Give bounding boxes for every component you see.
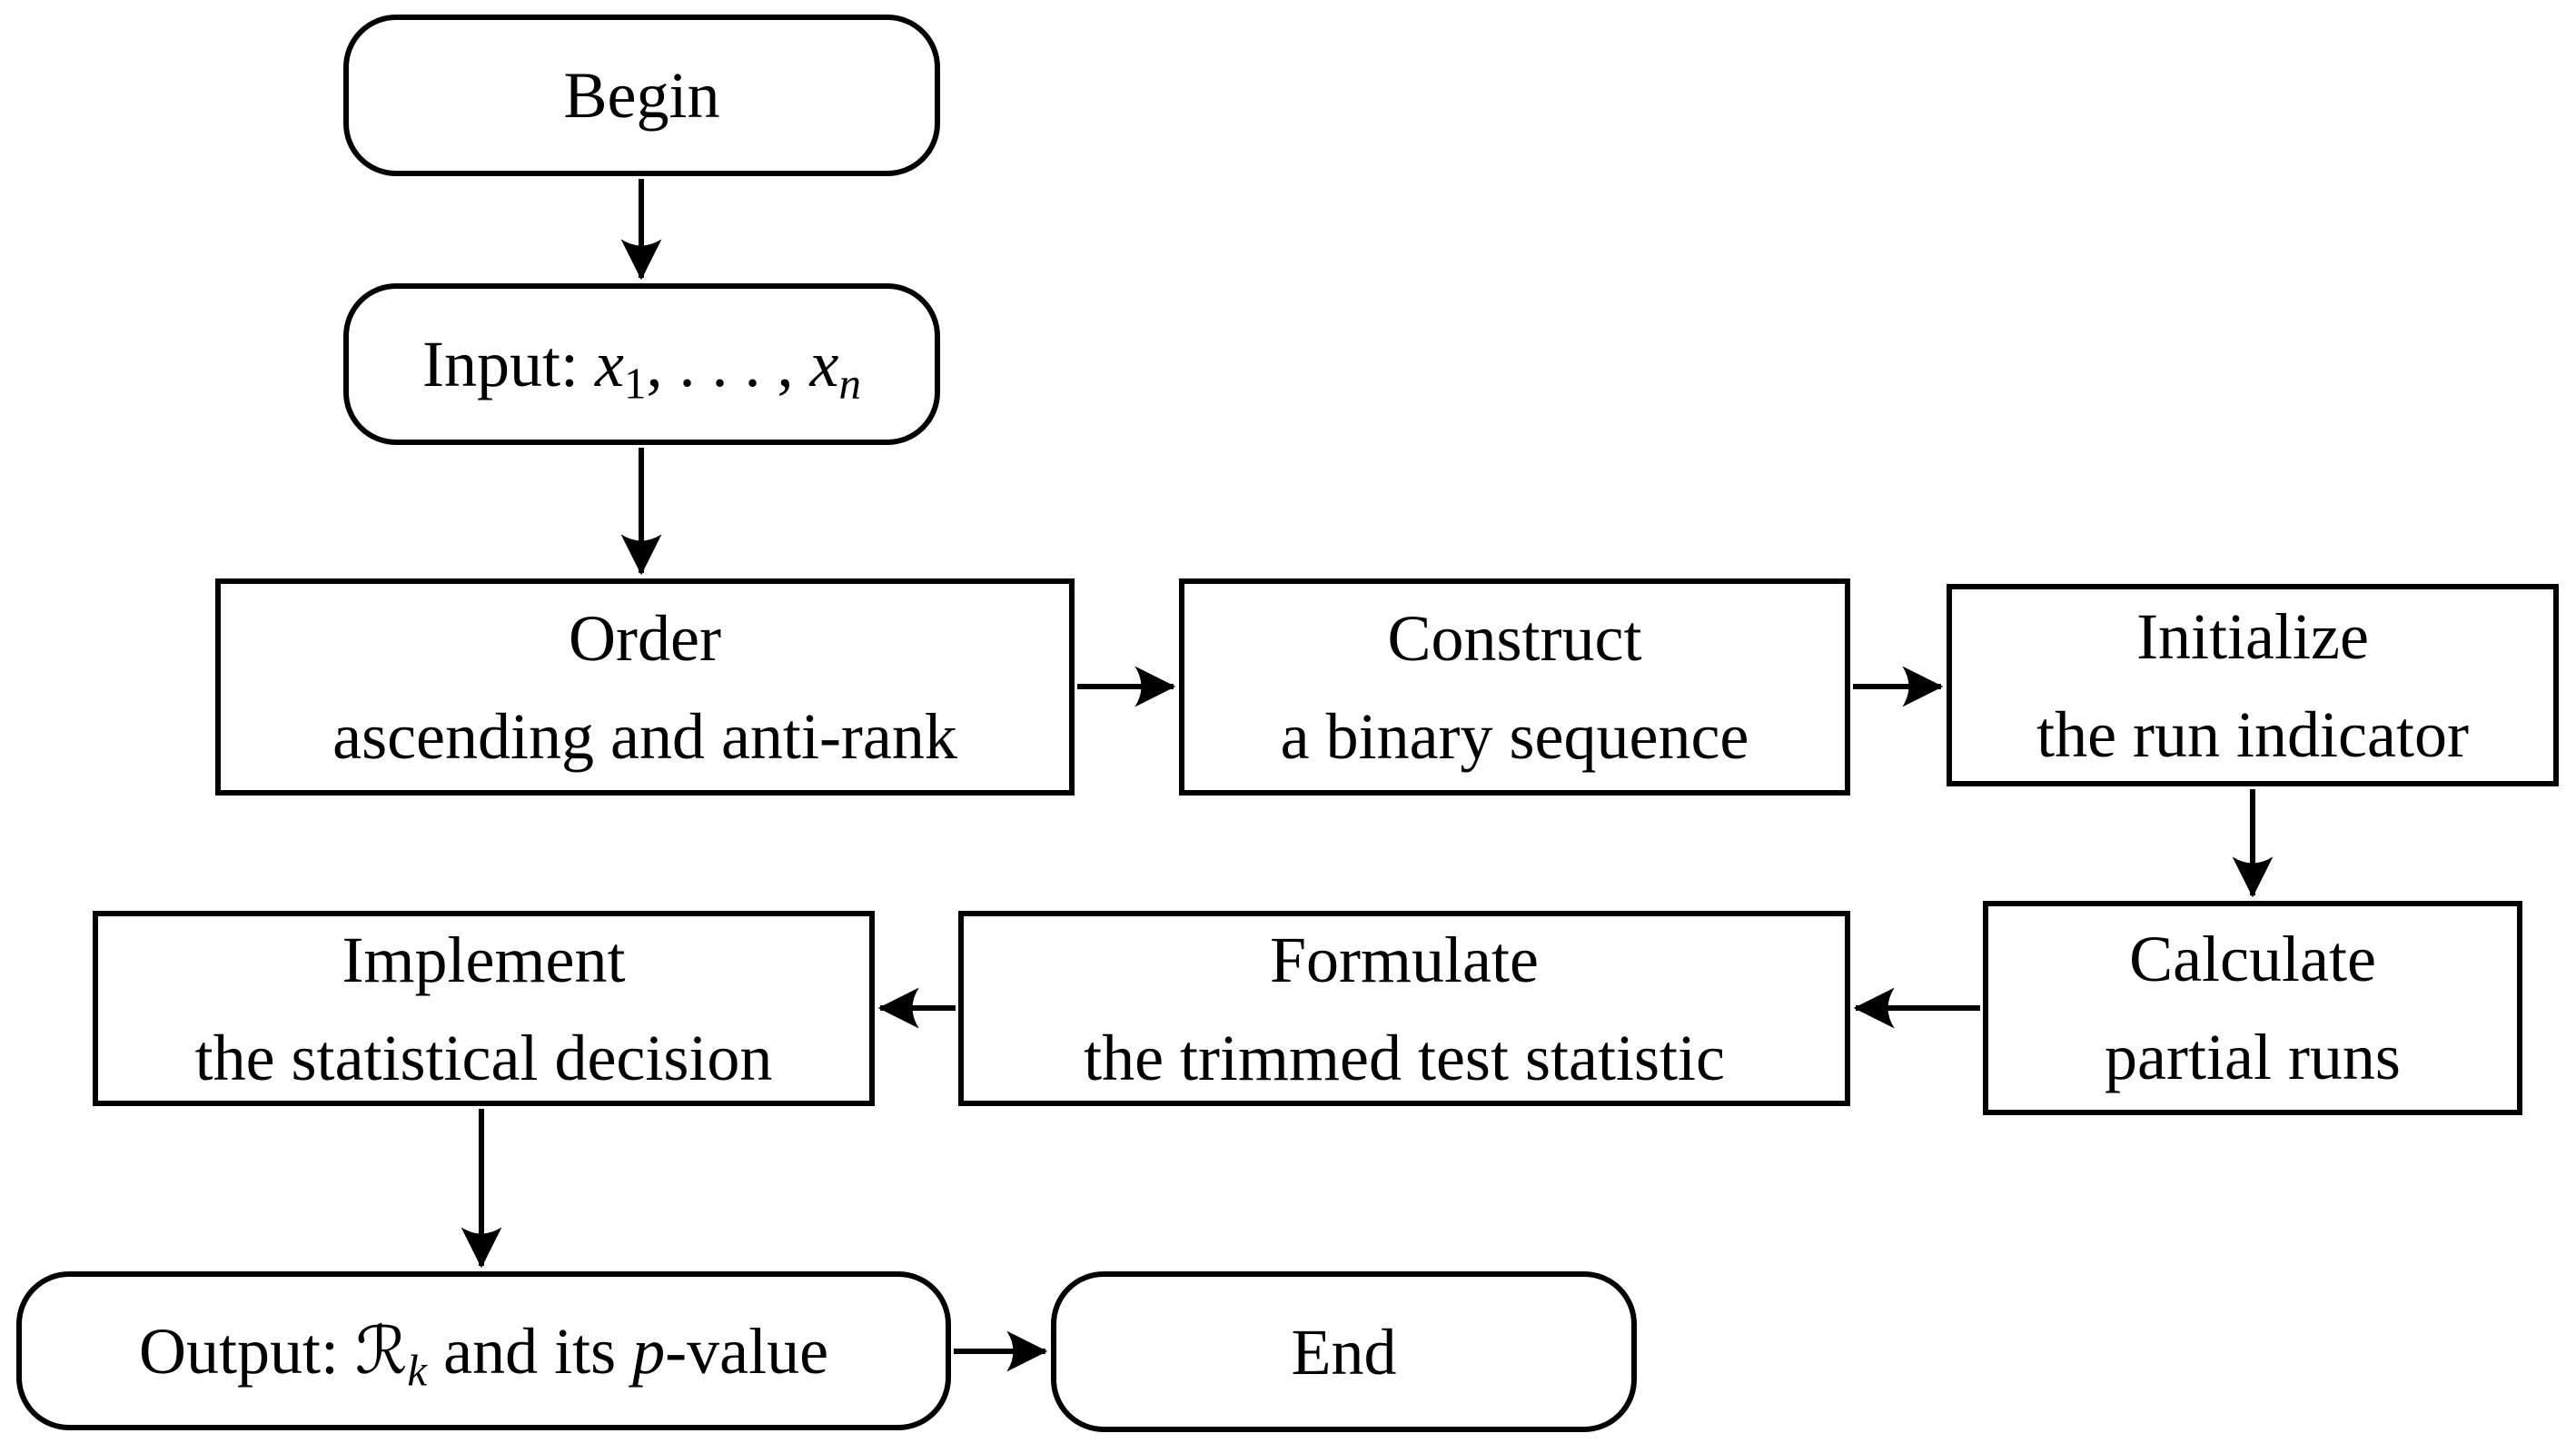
node-construct-line1: Construct	[1387, 601, 1642, 675]
node-construct: Construct a binary sequence	[1179, 578, 1850, 796]
node-implement-line2: the statistical decision	[194, 1021, 773, 1094]
node-input-label: Input: x1, . . . , xn	[422, 328, 861, 409]
node-order: Order ascending and anti-rank	[215, 578, 1075, 796]
node-implement-line1: Implement	[342, 923, 626, 996]
node-calculate-line1: Calculate	[2129, 923, 2376, 995]
node-begin-label: Begin	[563, 59, 720, 132]
node-order-line2: ascending and anti-rank	[332, 699, 957, 773]
node-formulate: Formulate the trimmed test statistic	[958, 911, 1850, 1106]
node-end-label: End	[1291, 1315, 1397, 1389]
node-initialize-line1: Initialize	[2136, 599, 2369, 673]
node-construct-line2: a binary sequence	[1280, 699, 1749, 773]
node-initialize-line2: the run indicator	[2036, 697, 2469, 771]
node-formulate-line2: the trimmed test statistic	[1084, 1021, 1725, 1094]
node-input: Input: x1, . . . , xn	[343, 283, 940, 445]
node-output-label: Output: ℛk and its p-value	[138, 1312, 829, 1396]
node-end: End	[1051, 1271, 1637, 1432]
node-order-line1: Order	[569, 601, 721, 675]
node-begin: Begin	[343, 15, 940, 176]
node-calculate: Calculate partial runs	[1983, 901, 2522, 1115]
node-formulate-line1: Formulate	[1270, 923, 1539, 996]
node-implement: Implement the statistical decision	[93, 911, 875, 1106]
node-output: Output: ℛk and its p-value	[16, 1271, 951, 1430]
node-initialize: Initialize the run indicator	[1947, 584, 2559, 786]
node-calculate-line2: partial runs	[2105, 1021, 2401, 1093]
